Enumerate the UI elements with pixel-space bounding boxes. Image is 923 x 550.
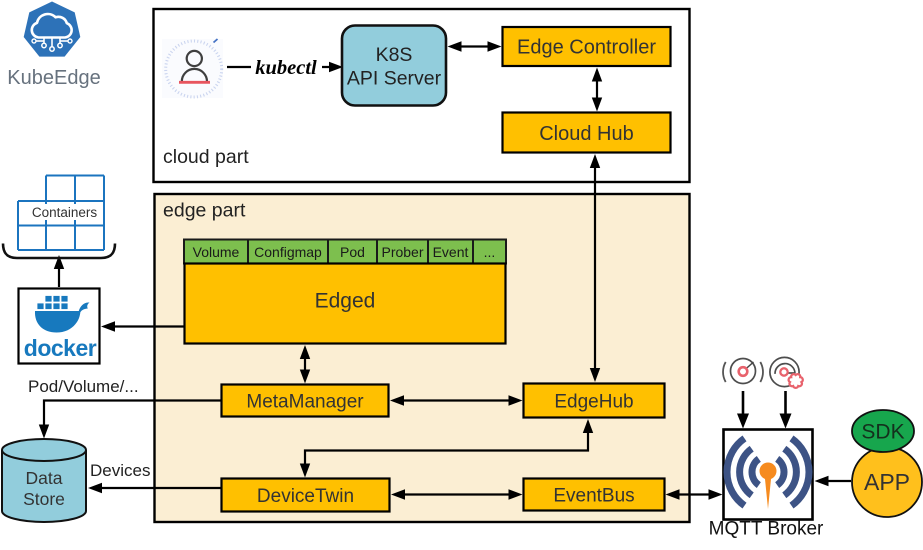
svg-text:cloud part: cloud part (163, 146, 249, 168)
svg-text:KubeEdge: KubeEdge (7, 67, 100, 89)
svg-text:DeviceTwin: DeviceTwin (257, 486, 354, 507)
svg-text:Containers: Containers (32, 205, 98, 220)
svg-text:Data: Data (26, 468, 63, 488)
svg-text:API Server: API Server (347, 68, 442, 90)
svg-text:Devices: Devices (90, 461, 150, 480)
svg-text:SDK: SDK (861, 421, 904, 444)
svg-text:EventBus: EventBus (553, 486, 634, 507)
svg-text:docker: docker (24, 335, 97, 361)
svg-text:MQTT Broker: MQTT Broker (709, 519, 824, 540)
svg-text:edge part: edge part (163, 200, 246, 222)
svg-text:Pod/Volume/...: Pod/Volume/... (28, 377, 139, 396)
svg-text:MetaManager: MetaManager (246, 392, 364, 413)
svg-text:Event: Event (433, 244, 469, 260)
svg-text:Cloud Hub: Cloud Hub (539, 123, 634, 145)
svg-text:Pod: Pod (340, 244, 365, 260)
svg-text:...: ... (484, 244, 496, 260)
svg-text:Configmap: Configmap (254, 244, 322, 260)
svg-text:EdgeHub: EdgeHub (554, 392, 633, 413)
svg-text:Prober: Prober (381, 244, 423, 260)
svg-text:Edged: Edged (315, 290, 376, 313)
svg-text:Edge Controller: Edge Controller (517, 37, 656, 59)
svg-text:APP: APP (864, 469, 910, 495)
svg-text:K8S: K8S (376, 44, 413, 66)
svg-text:kubectl: kubectl (255, 57, 317, 79)
svg-text:Volume: Volume (193, 244, 240, 260)
svg-text:Store: Store (23, 489, 65, 509)
